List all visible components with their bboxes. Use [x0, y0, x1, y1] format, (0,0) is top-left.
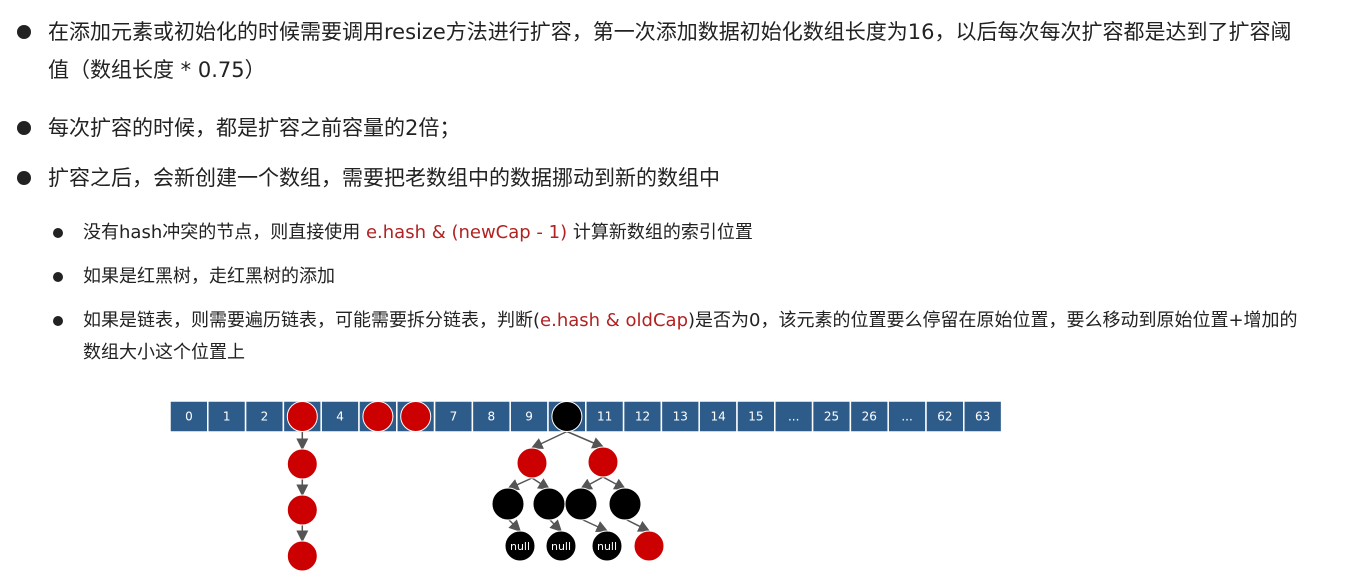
array-cell-label: ... — [788, 410, 799, 424]
array-cell-label: 13 — [673, 410, 688, 424]
array-cell — [433, 400, 474, 433]
array-cell-label: 11 — [597, 410, 612, 424]
bucket-node — [400, 401, 432, 432]
array-cell-label: 2 — [261, 410, 269, 424]
array-cell-label: 12 — [635, 410, 650, 424]
tree-arrow — [624, 518, 651, 532]
bucket-node — [286, 401, 318, 432]
array-cell — [207, 400, 247, 433]
array-cell — [244, 400, 285, 433]
array-cell-label: 15 — [748, 410, 763, 424]
sub-bullet-3-dot — [53, 316, 63, 326]
list-node — [286, 448, 318, 480]
array-cell — [774, 400, 814, 433]
array-cell — [320, 400, 360, 433]
tree-node — [633, 530, 665, 562]
sub-bullet-1-dot — [53, 228, 63, 238]
tree-arrow — [580, 518, 609, 533]
null-leaf-node — [591, 530, 623, 562]
sub-bullet-2-dot — [53, 272, 63, 282]
sub-bullet-3-code: e.hash & oldCap — [540, 310, 688, 331]
tree-node — [532, 487, 566, 521]
bullet-3-dot — [17, 171, 31, 185]
tree-arrow — [531, 477, 551, 490]
tree-edges — [296, 430, 651, 543]
array-cell — [925, 400, 965, 433]
list-node — [286, 494, 318, 526]
bullet-3-text: 扩容之后，会新创建一个数组，需要把老数组中的数据挪动到新的数组中 — [48, 166, 720, 190]
bullet-1-text: 在添加元素或初始化的时候需要调用resize方法进行扩容，第一次添加数据初始化数… — [48, 20, 1292, 82]
array-cell-label: 14 — [710, 410, 725, 424]
tree-arrow — [507, 518, 522, 533]
array-cell-label: 7 — [450, 410, 458, 424]
sub-bullet-2-text: 如果是红黑树，走红黑树的添加 — [83, 261, 1313, 293]
array-cell — [849, 400, 889, 433]
tree-arrow — [548, 518, 563, 533]
null-label: null — [510, 540, 530, 553]
sub-bullet-3-before: 如果是链表，则需要遍历链表，可能需要拆分链表，判断( — [83, 310, 541, 331]
tree-node — [608, 487, 642, 521]
tree-node — [587, 446, 619, 478]
array-cell — [963, 400, 1003, 433]
array-cell-label: 9 — [525, 410, 533, 424]
tree-arrow — [602, 476, 627, 490]
tree-node — [564, 487, 598, 521]
sub-bullet-1-before: 没有hash冲突的节点，则直接使用 — [83, 222, 366, 243]
array-cell-label: 8 — [487, 410, 495, 424]
bullet-1-dot — [17, 25, 31, 39]
array-cell — [660, 400, 700, 433]
array-cell-label: 26 — [862, 410, 877, 424]
tree-arrow — [530, 430, 568, 449]
list-node — [286, 540, 318, 572]
sub-bullet-3-text: 如果是链表，则需要遍历链表，可能需要拆分链表，判断(e.hash & oldCa… — [83, 305, 1313, 369]
null-leaf-node — [545, 530, 577, 562]
bullet-2-text: 每次扩容的时候，都是扩容之前容量的2倍； — [48, 116, 461, 140]
sub-bullet-1-after: 计算新数组的索引位置 — [567, 222, 753, 243]
tree-node — [516, 447, 548, 479]
array-cell-label: 1 — [223, 410, 231, 424]
sub-bullet-3-after: )是否为0，该元素的位置要么停留在原始位置，要么移动到原始位置+增加的数组大小这… — [83, 310, 1298, 363]
array-cell-label: 62 — [937, 410, 952, 424]
tree-nodes: null null null — [286, 401, 665, 572]
sub-bullet-2-before: 如果是红黑树，走红黑树的添加 — [83, 266, 335, 287]
array-cell — [509, 400, 549, 433]
tree-root-node — [551, 401, 583, 432]
sub-bullet-1-text: 没有hash冲突的节点，则直接使用 e.hash & (newCap - 1) … — [83, 217, 1313, 249]
tree-arrow — [579, 476, 604, 490]
bullet-2-dot — [17, 121, 31, 135]
array-cell-label: 63 — [975, 410, 990, 424]
sub-bullet-1-code: e.hash & (newCap - 1) — [365, 222, 568, 243]
tree-arrow — [566, 430, 605, 449]
array-cell-label: ... — [901, 410, 912, 424]
bucket-node — [362, 401, 394, 432]
array-cell — [585, 400, 625, 433]
array-cell-label: 4 — [336, 410, 344, 424]
tree-arrow — [506, 477, 533, 491]
array-cell-label: 0 — [185, 410, 193, 424]
null-label: null — [551, 540, 571, 553]
array-cell-label: 25 — [824, 410, 839, 424]
null-leaf-node — [504, 530, 536, 562]
tree-node — [491, 487, 525, 521]
null-label: null — [597, 540, 617, 553]
